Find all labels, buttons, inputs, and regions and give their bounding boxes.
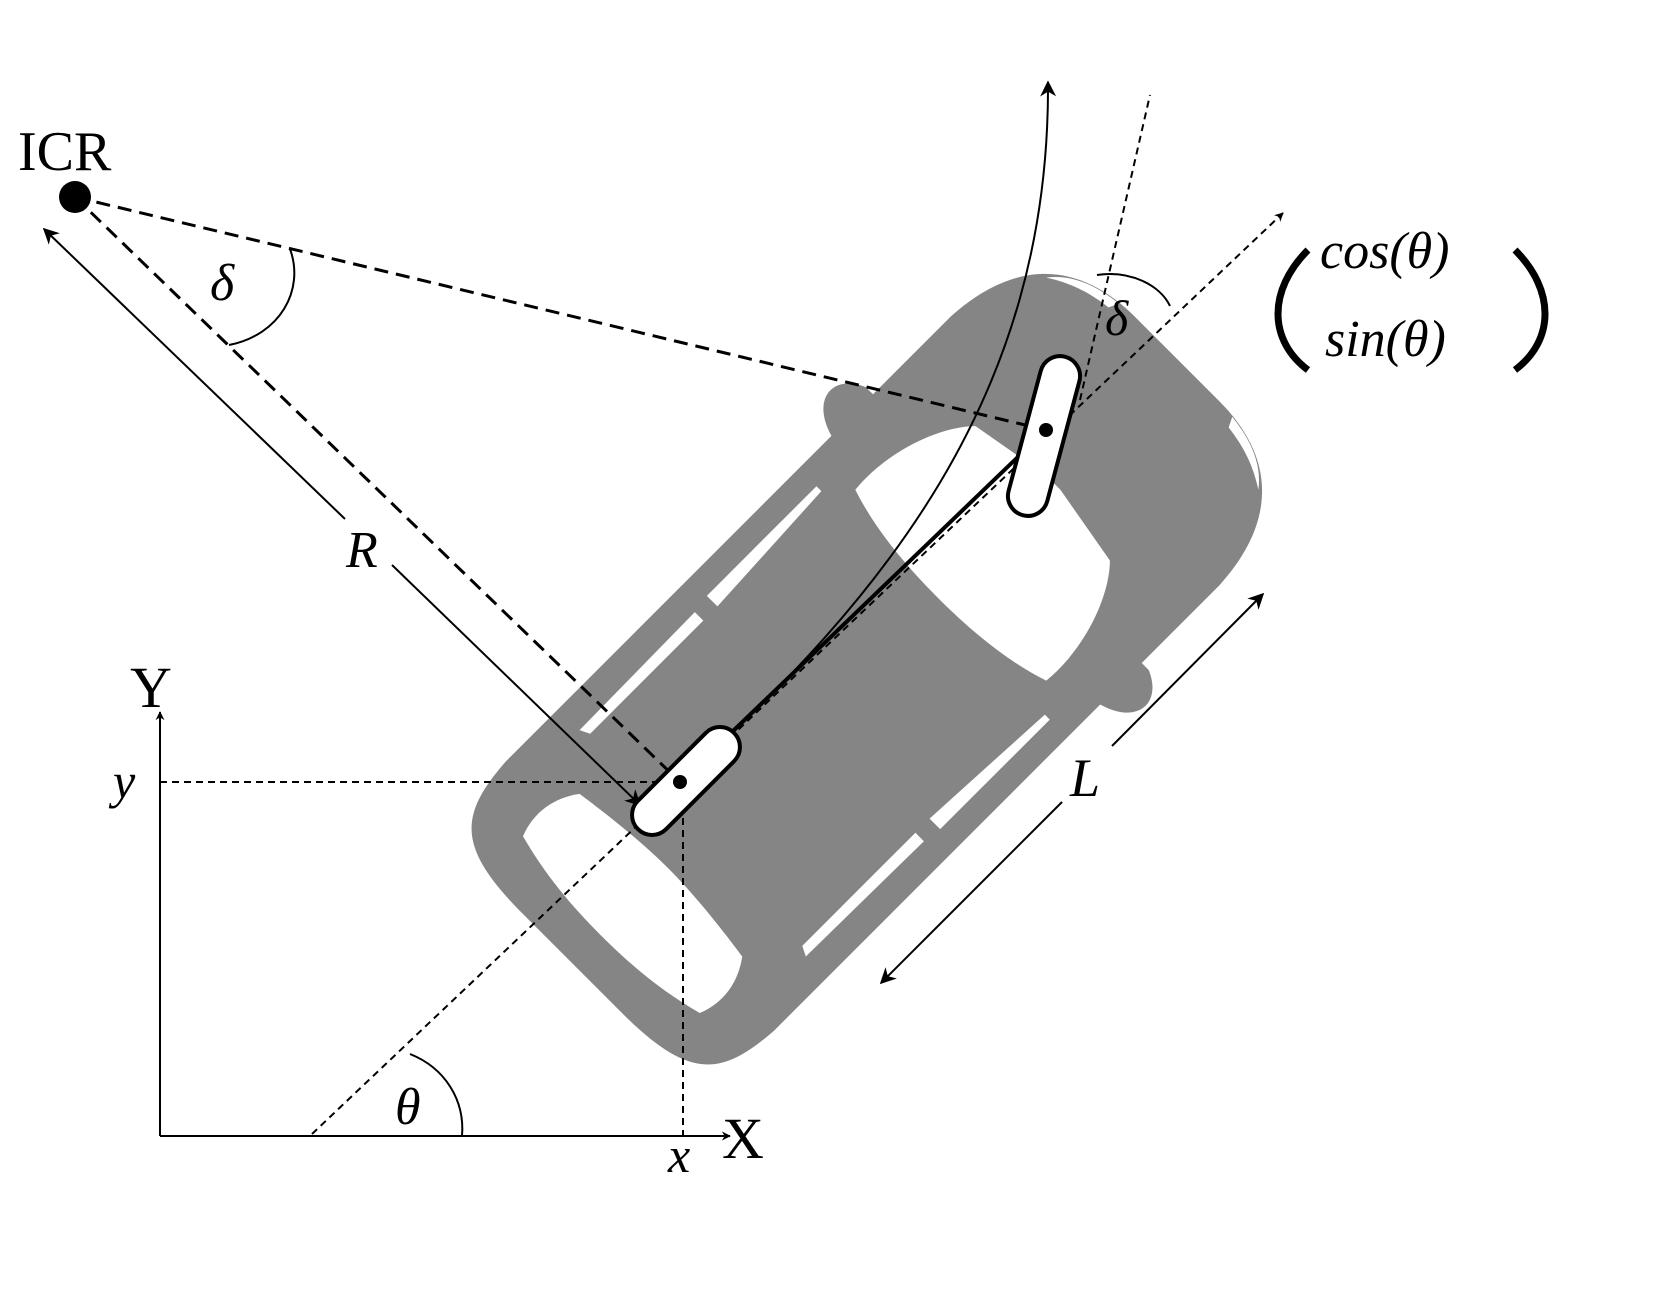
theta-angle-arc	[409, 1053, 464, 1137]
theta-label: θ	[395, 1079, 421, 1136]
icr-to-rear-axle	[73, 195, 682, 784]
x-coordinate-label: x	[667, 1127, 690, 1183]
icr-point	[59, 181, 91, 213]
front-wheel-direction	[1079, 94, 1151, 401]
vector-left-paren	[1274, 247, 1311, 373]
delta-label-wheel: δ	[1105, 290, 1129, 346]
headlight-left	[1046, 276, 1120, 308]
delta-angle-arc-wheel	[1096, 273, 1171, 307]
radius-label: R	[345, 522, 378, 579]
icr-to-front-axle	[74, 195, 1047, 432]
rear-window	[522, 793, 743, 1014]
vector-right-paren	[1512, 247, 1549, 373]
wheelbase-label: L	[1069, 748, 1100, 808]
right-mirror	[1095, 659, 1153, 713]
wheelbase-dim-lower	[879, 801, 1063, 985]
side-window-left-front	[706, 486, 822, 607]
icr-label: ICR	[18, 121, 112, 183]
wheelbase-line	[678, 428, 1048, 784]
heading-vector-sin: sin(θ)	[1325, 311, 1446, 368]
y-axis-label: Y	[130, 655, 172, 720]
x-axis-label: X	[722, 1106, 764, 1171]
car-body	[471, 274, 1262, 1065]
side-window-right-front	[929, 714, 1050, 830]
y-coordinate-label: y	[108, 753, 136, 809]
radius-arrow-upper	[42, 227, 346, 520]
front-axle-point	[1039, 423, 1053, 437]
radius-arrow-lower	[391, 564, 642, 807]
heading-vector-cos: cos(θ)	[1320, 223, 1450, 280]
side-window-right-rear	[802, 832, 924, 957]
side-window-left-rear	[579, 612, 704, 734]
rear-axle-point	[673, 775, 687, 789]
headlight-right	[1228, 416, 1260, 490]
delta-angle-arc-icr	[228, 248, 296, 346]
wheelbase-dim-upper	[1111, 592, 1265, 747]
left-mirror	[823, 383, 877, 441]
delta-label-icr: δ	[210, 255, 235, 312]
